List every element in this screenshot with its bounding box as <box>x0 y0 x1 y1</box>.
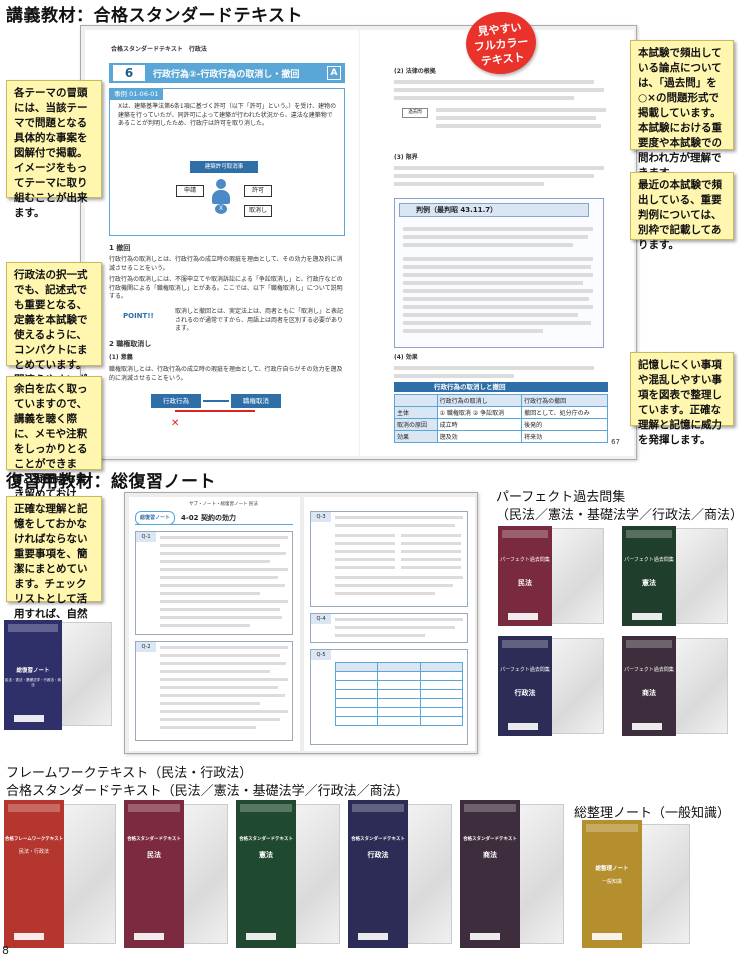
review-left-page: サブ・ノート・総復習ノート 民法 総復習ノート 4-02 契約の効力 Q-1 Q… <box>129 497 300 751</box>
case-law-box: 判例（最判昭 43.11.7） <box>394 198 604 348</box>
right-heading-a: (2) 法律の根拠 <box>394 68 436 75</box>
note-case-intro: 各テーマの冒頭には、当該テーマで問題となる具体的な事案を図解付で掲載。イメージを… <box>6 80 102 219</box>
chapter-number: 6 <box>113 65 145 81</box>
review-header: サブ・ノート・総復習ノート 民法 <box>189 502 258 507</box>
review-note-spread: サブ・ノート・総復習ノート 民法 総復習ノート 4-02 契約の効力 Q-1 Q… <box>124 492 478 754</box>
review-note-cover: 総復習ノート 民法・憲法・基礎法学・行政法・商法 <box>4 620 114 730</box>
note-margin: 余白を広く取っていますので、講義を聴く際に、メモや注釈をしっかりとることができま… <box>6 376 102 530</box>
framework-title-2: 合格スタンダードテキスト（民法／憲法・基礎法学／行政法／商法） <box>6 784 409 799</box>
general-note-book: 総整理ノート 一般知識 <box>582 820 692 948</box>
section1-title: 講義教材：合格スタンダードテキスト <box>6 6 303 26</box>
perfect-title-2: （民法／憲法・基礎法学／行政法／商法） <box>496 508 739 523</box>
diagram-left: 申請 <box>176 185 204 197</box>
timeline-line <box>175 410 255 412</box>
person-icon: X <box>211 179 231 214</box>
framework-title-1: フレームワークテキスト（民法・行政法） <box>6 766 253 781</box>
note-past-questions: 本試験で頻出している論点については、「過去問」を○×の問題形式で掲載しています。… <box>630 40 734 179</box>
note-definition: 行政法の択一式でも、記述式でも重要となる、定義を本試験で使えるように、コンパクト… <box>6 262 102 416</box>
section2-title: 復習用教材：総復習ノート <box>6 472 216 492</box>
cross-icon: ✕ <box>171 418 180 429</box>
standard-book-kenpo: 合格スタンダードテキスト 憲法 <box>236 800 342 948</box>
q-block-3: Q-3 <box>310 511 468 607</box>
perfect-title-1: パーフェクト過去問集 <box>496 490 626 505</box>
right-page-number: 67 <box>611 438 620 446</box>
note-case-law: 最近の本試験で頻出している、重要判例については、別枠で記載してあります。 <box>630 172 734 251</box>
case-text: Xは、建築基準法第6条1項に基づく許可（以下「許可」という。）を受け、建物の建築… <box>118 103 337 127</box>
diagram-top: 建築許可取消事 <box>190 161 258 173</box>
flow-left: 行政行為 <box>151 394 201 408</box>
right-heading-c: (4) 効果 <box>394 354 418 361</box>
heading-2: 2 職権取消し <box>109 340 152 348</box>
standard-text-spread: 合格スタンダードテキスト 行政法 6 行政行為②-行政行為の取消し・撤回 A 事… <box>80 25 637 460</box>
diagram-bottom: 取消し <box>244 205 272 217</box>
chapter-title: 行政行為②-行政行為の取消し・撤回 <box>153 70 300 80</box>
perfect-book-minpo: パーフェクト過去問集 民法 <box>498 526 608 626</box>
case-label: 事例 01-06-01 <box>110 89 163 100</box>
table-title: 行政行為の取消しと撤回 <box>394 382 608 392</box>
heading-1: 1 撤回 <box>109 244 131 252</box>
chapter-tag: A <box>327 66 341 80</box>
left-page: 合格スタンダードテキスト 行政法 6 行政行為②-行政行為の取消し・撤回 A 事… <box>85 30 359 456</box>
flow-right: 職権取消 <box>231 394 281 408</box>
flow-arrow <box>203 400 229 402</box>
review-cover-sub: 民法・憲法・基礎法学・行政法・商法 <box>5 678 61 687</box>
perfect-book-kenpo: パーフェクト過去問集 憲法 <box>622 526 732 626</box>
framework-book: 合格フレームワークテキスト 民法・行政法 <box>4 800 118 948</box>
heading-3: (1) 意義 <box>109 354 133 361</box>
review-right-page: Q-3 Q-4 Q-5 <box>304 497 475 751</box>
right-page: (2) 法律の根拠 過去問 (3) 限界 判例（最判昭 43.11.7） <box>360 30 634 456</box>
paragraph-3: 職権取消しとは、行政行為の成立時の瑕疵を理由として、行政庁自らがその効力を遡及的… <box>109 366 343 382</box>
point-text: 取消しと撤回とは、実定法上は、両者ともに「取消し」と表記されるのが通常ですから、… <box>175 308 344 332</box>
review-chapter: 4-02 契約の効力 <box>181 514 236 522</box>
diagram-right: 許可 <box>244 185 272 197</box>
case-box: 事例 01-06-01 Xは、建築基準法第6条1項に基づく許可（以下「許可」とい… <box>109 88 345 236</box>
paragraph-2: 行政行為の取消しには、不服申立てや取消訴訟による「争訟取消し」と、行政庁などの行… <box>109 276 343 300</box>
q-block-5: Q-5 <box>310 649 468 745</box>
page-number: 8 <box>2 944 9 957</box>
paragraph-1: 行政行為の取消しとは、行政行為の成立時の瑕疵を理由として、その効力を遡及的に消滅… <box>109 256 343 272</box>
standard-book-minpo: 合格スタンダードテキスト 民法 <box>124 800 230 948</box>
q-block-1: Q-1 <box>135 531 293 635</box>
page-header: 合格スタンダードテキスト 行政法 <box>111 46 207 53</box>
right-heading-b: (3) 限界 <box>394 154 418 161</box>
case-law-head: 判例（最判昭 43.11.7） <box>399 203 589 217</box>
note-tables: 記憶しにくい事項や混乱しやすい事項を図表で整理しています。正確な理解と記憶に威力… <box>630 352 734 446</box>
note-review: 正確な理解と記憶をしておかなければならない重要事項を、簡潔にまとめています。チェ… <box>6 496 102 650</box>
q-block-4: Q-4 <box>310 613 468 643</box>
perfect-book-gyosei: パーフェクト過去問集 行政法 <box>498 636 608 736</box>
general-title: 総整理ノート（一般知識） <box>574 806 731 821</box>
q-block-2: Q-2 <box>135 641 293 741</box>
standard-book-gyosei: 合格スタンダードテキスト 行政法 <box>348 800 454 948</box>
past-question-tag: 過去問 <box>402 108 428 118</box>
perfect-book-shoho: パーフェクト過去問集 商法 <box>622 636 732 736</box>
point-label: POINT!! <box>123 312 154 320</box>
standard-book-shoho: 合格スタンダードテキスト 商法 <box>460 800 566 948</box>
perfect-book-minpo-front: パーフェクト過去問集 民法 <box>498 526 552 626</box>
review-cover-title: 総復習ノート <box>16 668 50 674</box>
review-chapter-bar: 総復習ノート 4-02 契約の効力 <box>135 511 293 525</box>
chapter-bar: 6 行政行為②-行政行為の取消し・撤回 A <box>109 63 345 83</box>
